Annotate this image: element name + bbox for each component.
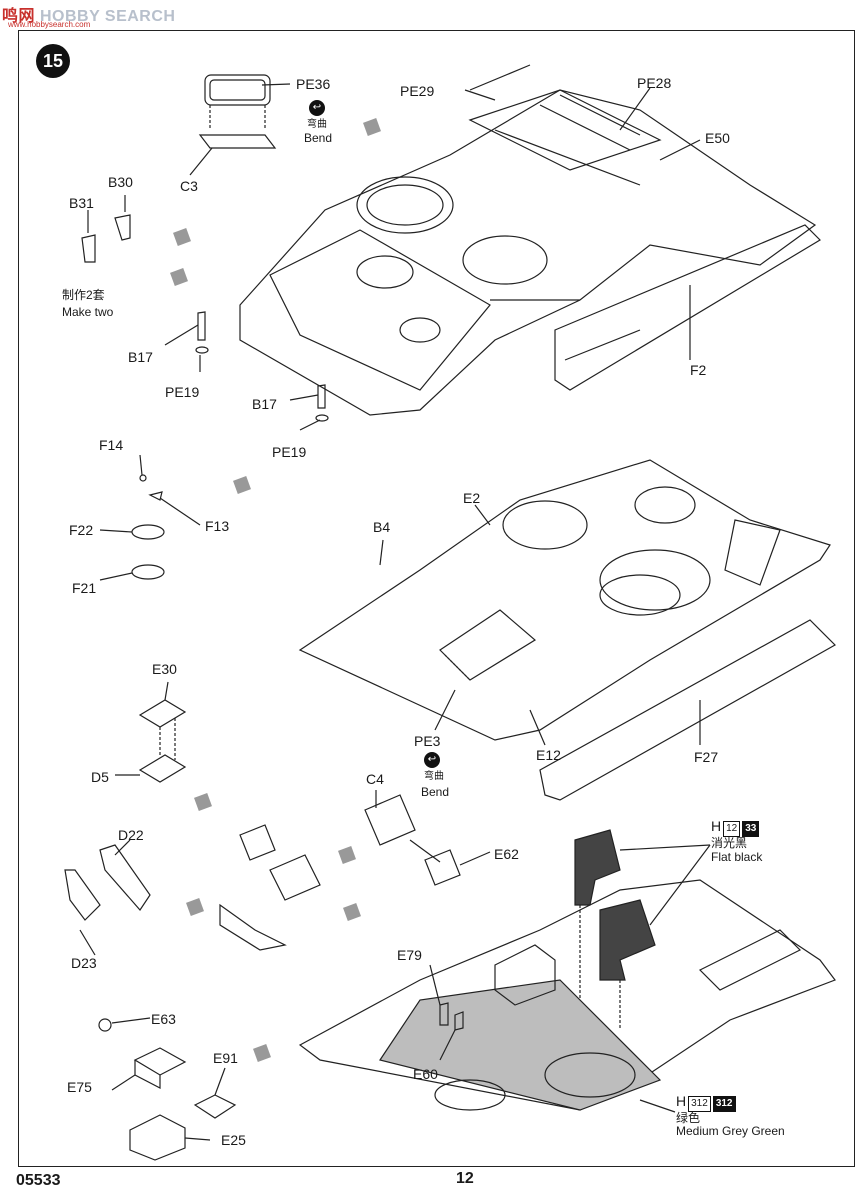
label-e2: E2: [463, 490, 481, 506]
paint-code-letter: H: [711, 818, 722, 834]
page-number: 12: [456, 1170, 474, 1187]
bend-note-en: Bend: [304, 131, 333, 145]
label-f14: F14: [99, 437, 124, 453]
label-pe28: PE28: [637, 75, 672, 91]
label-e63: E63: [151, 1011, 176, 1027]
paint-box-2: 33: [742, 821, 760, 837]
label-c4: C4: [366, 771, 384, 787]
label-d22: D22: [118, 827, 144, 843]
step-badge: 15: [36, 44, 70, 78]
page-frame: [18, 30, 855, 1167]
label-e79: E79: [397, 947, 422, 963]
label-pe29: PE29: [400, 83, 435, 99]
label-e60: E60: [413, 1066, 438, 1082]
label-b17-a: B17: [128, 349, 153, 365]
bend-note-cn: 弯曲: [424, 771, 444, 782]
bend-note-cn: 弯曲: [307, 119, 327, 130]
paint-name-cn: 绿色: [676, 1111, 701, 1125]
label-c3: C3: [180, 178, 198, 194]
label-e62: E62: [494, 846, 519, 862]
label-make-two-cn: 制作2套: [62, 288, 105, 302]
label-b31: B31: [69, 195, 94, 211]
label-pe19-b: PE19: [272, 444, 307, 460]
paint-box-2: 312: [712, 1096, 736, 1112]
watermark-cn: 鸣网: [2, 8, 36, 25]
bend-icon: ↩: [309, 100, 325, 116]
label-e12: E12: [536, 747, 561, 763]
bend-icon: ↩: [424, 752, 440, 768]
paint-name-en: Flat black: [711, 850, 763, 864]
label-make-two: Make two: [62, 305, 114, 319]
label-d5: D5: [91, 769, 109, 785]
label-f22: F22: [69, 522, 94, 538]
label-e50: E50: [705, 130, 730, 146]
label-f27: F27: [694, 749, 719, 765]
paint-code-letter: H: [676, 1093, 687, 1109]
kit-number: 05533: [16, 1172, 61, 1189]
paint-box-1: 312: [688, 1096, 711, 1112]
label-f21: F21: [72, 580, 97, 596]
label-d23: D23: [71, 955, 97, 971]
label-b30: B30: [108, 174, 133, 190]
bend-note-en: Bend: [421, 785, 450, 799]
label-e30: E30: [152, 661, 177, 677]
label-f13: F13: [205, 518, 230, 534]
label-pe36: PE36: [296, 76, 331, 92]
label-pe19-a: PE19: [165, 384, 200, 400]
paint-box-1: 12: [723, 821, 741, 837]
label-b4: B4: [373, 519, 391, 535]
label-e91: E91: [213, 1050, 238, 1066]
watermark-url: www.hobbysearch.com: [8, 20, 91, 29]
paint-name-en: Medium Grey Green: [676, 1124, 785, 1138]
label-f2: F2: [690, 362, 707, 378]
watermark-text: HOBBY SEARCH: [39, 8, 176, 25]
label-e75: E75: [67, 1079, 92, 1095]
label-b17-b: B17: [252, 396, 277, 412]
watermark: 鸣网 HOBBY SEARCH: [2, 2, 175, 26]
paint-name-cn: 消光黑: [711, 836, 748, 850]
label-e25: E25: [221, 1132, 246, 1148]
label-pe3: PE3: [414, 733, 441, 749]
